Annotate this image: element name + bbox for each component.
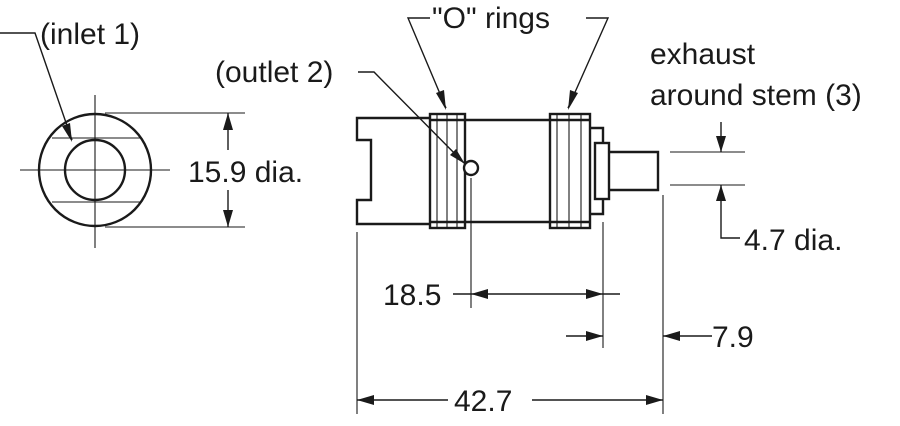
stem-dia-dim-bottom xyxy=(720,185,740,239)
outlet-port xyxy=(462,159,480,177)
body-left-flange xyxy=(355,116,430,226)
inlet-leader xyxy=(0,32,73,141)
dim-42-arrow-right xyxy=(646,395,663,405)
outlet-leader-arrow xyxy=(450,149,465,164)
exhaust-label-line2: around stem (3) xyxy=(650,79,862,112)
dim-7-arrow-left xyxy=(586,331,603,341)
end-view: 15.9 dia. (inlet 1) xyxy=(0,18,303,248)
stem-dia-arrow-bottom xyxy=(716,185,726,201)
inlet-label: (inlet 1) xyxy=(40,18,140,51)
dim-7-label: 7.9 xyxy=(712,321,754,354)
dim-18-label: 18.5 xyxy=(383,279,441,312)
exhaust-label-line1: exhaust xyxy=(650,38,756,71)
stem-dia-arrow-top xyxy=(716,136,726,152)
dia-arrow-bottom xyxy=(223,210,233,227)
end-view-inlet-bore xyxy=(63,138,127,202)
dia-outer-label: 15.9 dia. xyxy=(188,156,303,189)
dim-42-arrow-left xyxy=(357,395,374,405)
o-rings-leader-left xyxy=(406,17,447,109)
o-rings-label: "O" rings xyxy=(432,2,550,35)
inlet-leader-arrow xyxy=(62,123,72,142)
o-rings-arrow-right xyxy=(568,90,578,110)
dim-7-arrow-right xyxy=(663,331,680,341)
side-view: (outlet 2) "O" rings exhaust around stem… xyxy=(215,2,862,418)
o-ring-right xyxy=(548,112,592,230)
stem xyxy=(609,150,660,192)
outlet-label: (outlet 2) xyxy=(215,56,333,89)
dim-18-arrow-left xyxy=(471,289,488,299)
stem-shoulder xyxy=(593,141,611,201)
o-rings-leader-right xyxy=(567,17,610,109)
o-ring-left xyxy=(428,112,467,230)
dim-18-arrow-right xyxy=(586,289,603,299)
dia-arrow-top xyxy=(223,113,233,130)
dim-42-label: 42.7 xyxy=(454,385,512,418)
end-view-outer-circle xyxy=(37,112,153,228)
outlet-leader xyxy=(358,71,465,164)
stem-dia-label: 4.7 dia. xyxy=(744,224,842,257)
o-rings-arrow-left xyxy=(436,90,446,110)
